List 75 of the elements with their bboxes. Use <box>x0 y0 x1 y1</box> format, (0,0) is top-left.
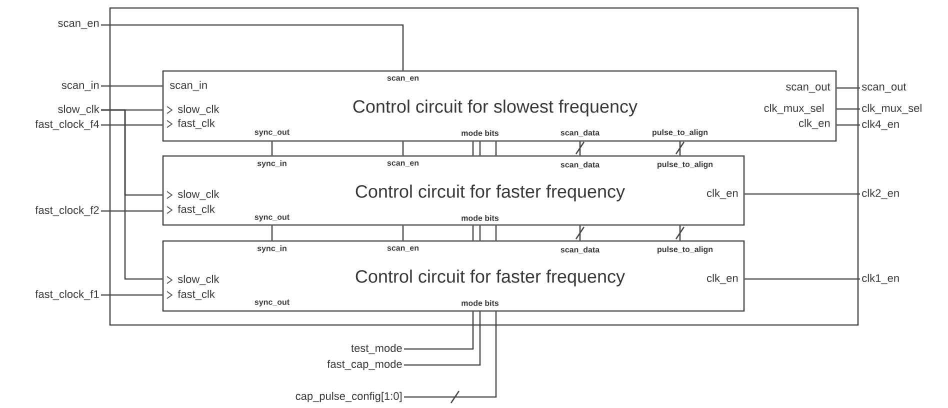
port-label: sync_out <box>254 130 290 136</box>
port-label: pulse_to_align <box>652 129 708 137</box>
wire <box>479 142 481 156</box>
signal-label: clk1_en <box>862 274 899 284</box>
port-label: scan_out <box>786 83 830 93</box>
block-title: Control circuit for faster frequency <box>356 184 625 202</box>
signal-label: fast_clock_f2 <box>35 206 99 216</box>
wire <box>402 142 404 156</box>
port-label: clk_en <box>707 274 738 284</box>
wire <box>744 193 860 195</box>
signal-label: fast_cap_mode <box>327 360 402 370</box>
block-title: Control circuit for slowest frequency <box>353 100 638 116</box>
outer-box <box>109 7 859 326</box>
wire <box>101 294 162 296</box>
port-label: scan_en <box>387 161 419 167</box>
wire <box>101 85 162 87</box>
wire <box>836 124 860 126</box>
port-label: pulse_to_align <box>658 161 713 169</box>
wire <box>836 108 860 110</box>
bus-wire <box>575 141 585 156</box>
wire <box>101 210 162 212</box>
port-label: scan_en <box>387 76 419 82</box>
bus-wire <box>403 311 497 404</box>
wire <box>472 226 474 240</box>
clock-port-label: fast_clk <box>166 290 215 300</box>
wire <box>271 226 273 240</box>
port-label: scan_en <box>387 246 419 252</box>
port-label: scan_data <box>560 246 600 254</box>
port-label: clk_en <box>799 118 830 130</box>
signal-label: cap_pulse_config[1:0] <box>296 392 402 402</box>
port-label: sync_out <box>254 214 290 222</box>
bus-wire <box>575 225 585 241</box>
port-label: sync_in <box>257 245 286 253</box>
wire <box>101 24 404 70</box>
bus-wire <box>675 225 685 241</box>
wire <box>101 109 162 280</box>
signal-label: clk4_en <box>862 120 899 130</box>
port-label: sync_in <box>257 160 286 168</box>
port-label: clk_en <box>707 188 738 200</box>
wire <box>495 226 497 240</box>
signal-label: scan_en <box>58 20 99 30</box>
port-label: scan_data <box>560 130 600 136</box>
wire <box>404 312 474 350</box>
clock-port-label: fast_clk <box>166 204 215 216</box>
wire <box>495 142 497 156</box>
port-label: mode bits <box>462 300 499 306</box>
port-label: scan_in <box>170 80 207 92</box>
port-label: scan_data <box>560 162 600 168</box>
signal-label: scan_in <box>62 80 99 92</box>
clock-port-label: fast_clk <box>166 118 215 130</box>
wire <box>404 312 481 366</box>
signal-label: clk2_en <box>862 188 899 200</box>
clock-port-label: slow_clk <box>166 190 220 200</box>
clock-port-label: slow_clk <box>166 104 220 116</box>
port-label: pulse_to_align <box>658 246 713 254</box>
signal-label: fast_clock_f1 <box>35 290 99 300</box>
wire <box>271 142 273 156</box>
wire <box>836 87 860 89</box>
port-label: mode bits <box>462 130 499 136</box>
wire <box>101 124 162 126</box>
wire <box>744 278 860 280</box>
signal-label: scan_out <box>862 83 906 93</box>
wire <box>402 226 404 240</box>
port-label: sync_out <box>254 300 290 306</box>
wire <box>479 226 481 240</box>
signal-label: clk_mux_sel <box>862 104 922 114</box>
port-label: mode bits <box>462 215 499 221</box>
signal-label: test_mode <box>351 344 402 354</box>
port-label: clk_mux_sel <box>764 104 824 114</box>
bus-wire <box>675 141 685 156</box>
signal-label: slow_clk <box>58 104 100 116</box>
wire <box>472 142 474 156</box>
clock-port-label: slow_clk <box>166 274 220 286</box>
signal-label: fast_clock_f4 <box>35 120 100 130</box>
block-title: Control circuit for faster frequency <box>356 270 625 286</box>
